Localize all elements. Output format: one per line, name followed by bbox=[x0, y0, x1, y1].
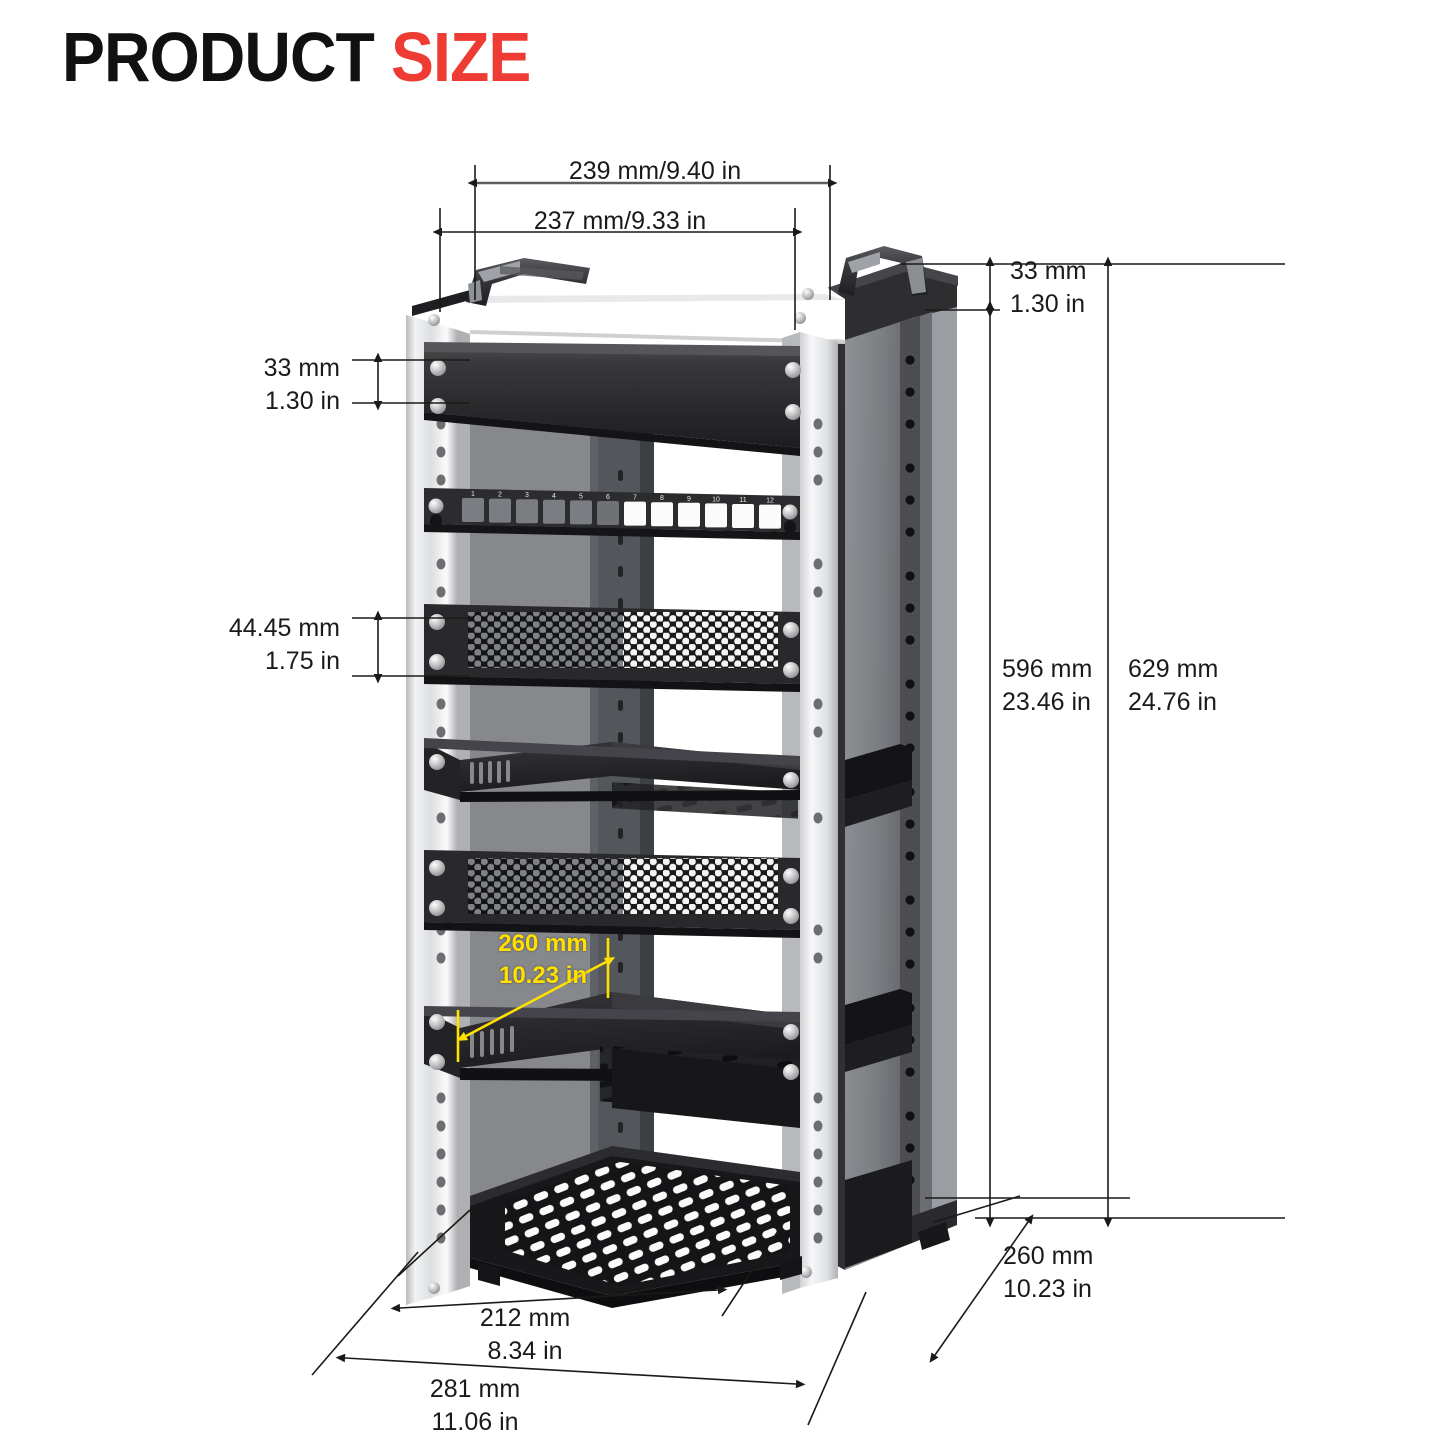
dim-bottom-outer bbox=[311, 1251, 867, 1426]
dim-label-height-inner: 596 mm 23.46 in bbox=[1002, 655, 1093, 717]
svg-text:2: 2 bbox=[498, 492, 502, 499]
svg-text:5: 5 bbox=[579, 493, 583, 500]
carry-handle-right-art bbox=[838, 246, 928, 296]
dim-left-top-unit bbox=[352, 352, 470, 411]
dim-label-shelf-depth: 260 mm 10.23 in bbox=[498, 930, 588, 989]
dim-depth-overall bbox=[929, 1195, 1034, 1363]
dim-top-inner bbox=[432, 208, 803, 330]
vented-panel-lower-art bbox=[424, 850, 800, 938]
dim-label-depth-overall: 260 mm 10.23 in bbox=[1003, 1242, 1094, 1304]
vented-panel-upper-art bbox=[424, 604, 800, 692]
dim-label-left-top-unit: 33 mm 1.30 in bbox=[263, 354, 340, 416]
shelf-upper-art bbox=[424, 738, 800, 819]
dim-bottom-inner bbox=[390, 1209, 785, 1317]
svg-text:9: 9 bbox=[687, 496, 691, 503]
title-word-product: PRODUCT bbox=[62, 18, 375, 96]
dim-left-rack-unit bbox=[352, 610, 470, 684]
svg-text:6: 6 bbox=[606, 494, 610, 501]
svg-text:10: 10 bbox=[712, 496, 720, 503]
svg-text:4: 4 bbox=[552, 493, 556, 500]
title-word-size: SIZE bbox=[390, 18, 531, 96]
dim-label-left-rack-unit: 44.45 mm 1.75 in bbox=[228, 614, 340, 676]
svg-text:1: 1 bbox=[471, 491, 475, 498]
page-title: PRODUCT SIZE bbox=[62, 22, 531, 92]
svg-text:12: 12 bbox=[766, 498, 774, 505]
dim-shelf-depth-highlight bbox=[456, 938, 616, 1062]
dim-label-bottom-inner: 212 mm 8.34 in bbox=[479, 1304, 571, 1366]
base-tray-art bbox=[470, 1146, 802, 1308]
dim-label-right-top-unit: 33 mm 1.30 in bbox=[1010, 257, 1087, 319]
dim-label-top-inner: 237 mm/9.33 in bbox=[533, 207, 707, 235]
svg-text:3: 3 bbox=[525, 492, 529, 499]
svg-text:8: 8 bbox=[660, 495, 664, 502]
dim-height-outer bbox=[975, 256, 1285, 1228]
dim-label-bottom-outer: 281 mm 11.06 in bbox=[429, 1375, 521, 1437]
dim-height-inner bbox=[925, 300, 1130, 1228]
dim-label-height-outer: 629 mm 24.76 in bbox=[1128, 655, 1219, 717]
blank-panel-art bbox=[424, 342, 801, 456]
dim-label-top-outer: 239 mm/9.40 in bbox=[568, 157, 742, 185]
svg-text:7: 7 bbox=[633, 495, 637, 502]
svg-text:11: 11 bbox=[739, 497, 746, 504]
